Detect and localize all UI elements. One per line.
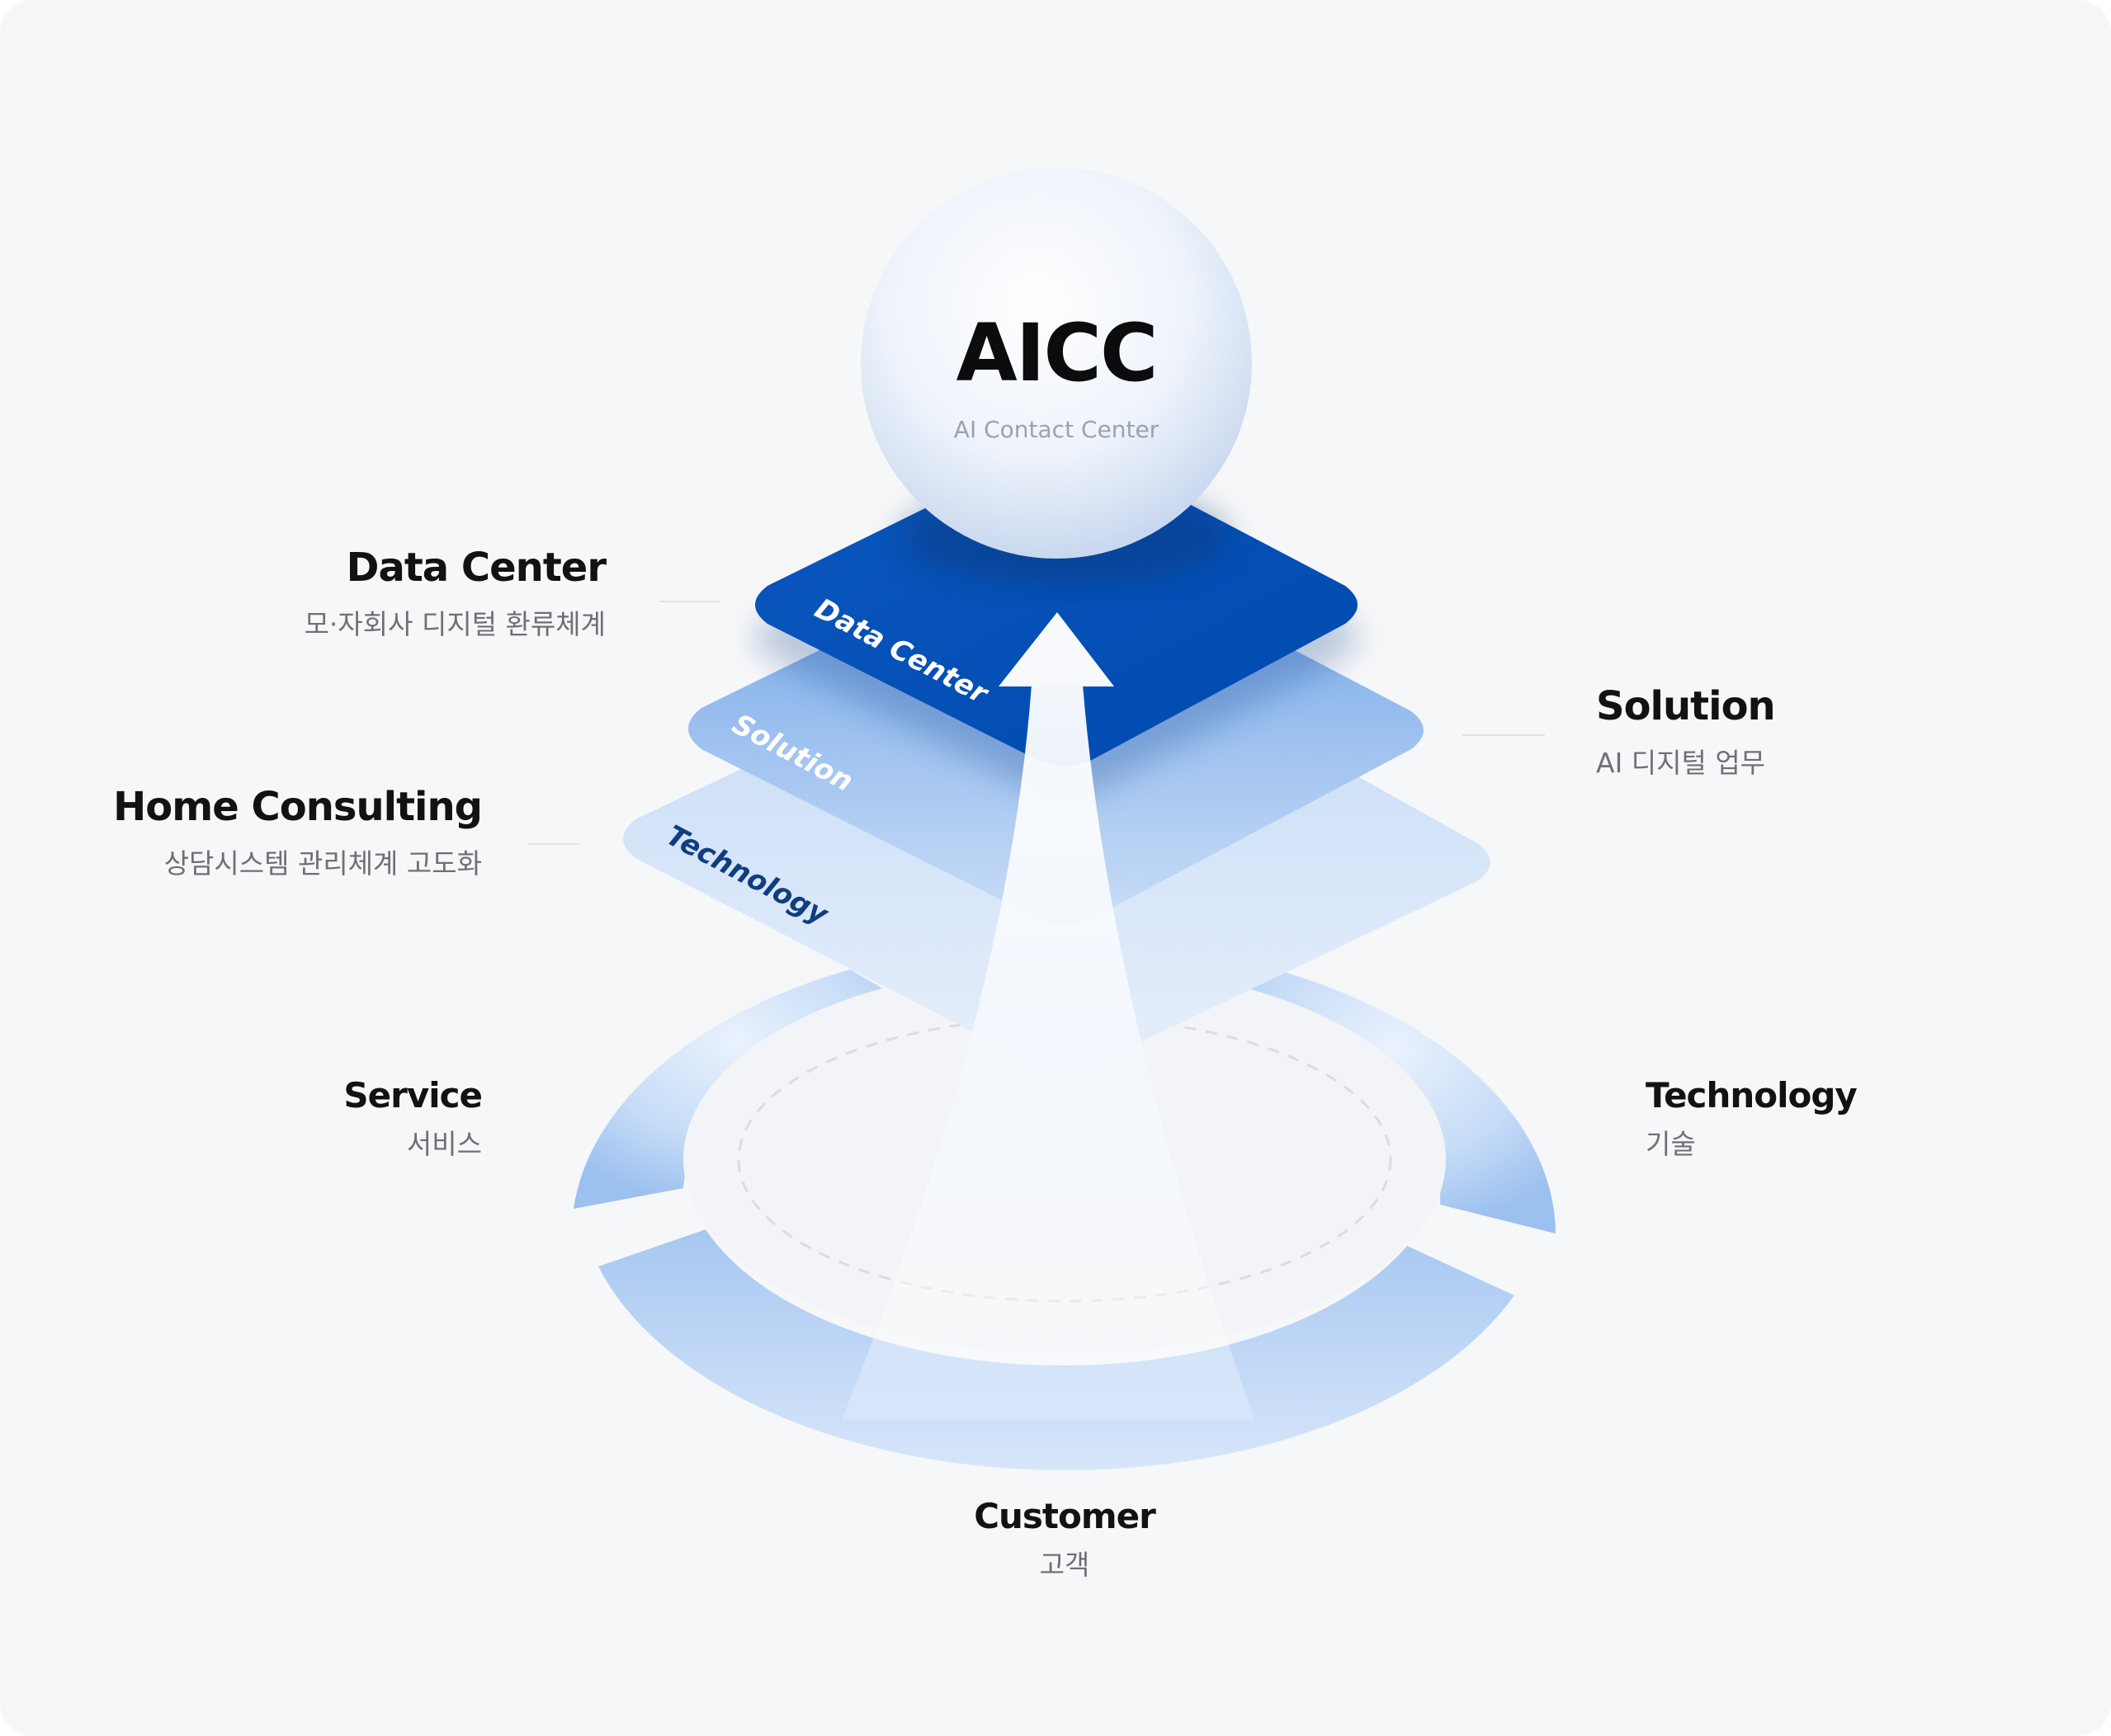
callout-customer-sub: 고객 (1039, 1549, 1090, 1582)
callout-solution: Solution AI 디지털 업무 (1596, 683, 1776, 779)
ring-segment-technology (1230, 969, 1556, 1234)
callout-technology-sub: 기술 (1646, 1128, 1696, 1161)
ring-segment-customer (598, 1229, 1514, 1470)
callout-solution-title: Solution (1596, 683, 1776, 729)
callout-service-title: Service (343, 1075, 483, 1116)
callout-technology-title: Technology (1646, 1075, 1858, 1116)
arrow-shaft (842, 685, 1254, 1419)
callout-service: Service 서비스 (343, 1075, 483, 1161)
callout-technology: Technology 기술 (1646, 1075, 1858, 1161)
callout-customer-title: Customer (974, 1496, 1156, 1536)
connector-home-consulting (528, 843, 579, 845)
aicc-sphere (861, 167, 1252, 559)
aicc-subtitle: AI Contact Center (953, 416, 1159, 443)
callout-data-center-title: Data Center (346, 545, 607, 591)
callout-solution-sub: AI 디지털 업무 (1596, 746, 1766, 779)
aicc-center: AICC AI Contact Center (858, 314, 1254, 443)
connector-data-center (660, 601, 720, 602)
callout-data-center-sub: 모·자회사 디지털 환류체계 (304, 607, 606, 640)
ring-segment-service (574, 969, 900, 1209)
callout-customer: Customer 고객 (900, 1496, 1230, 1582)
arrow-head (999, 612, 1114, 686)
connector-solution (1462, 734, 1545, 736)
callout-home-consulting: Home Consulting 상담시스템 관리체계 고도화 (113, 784, 483, 880)
callout-home-consulting-title: Home Consulting (113, 784, 483, 830)
aicc-title: AICC (956, 307, 1159, 399)
callout-data-center: Data Center 모·자회사 디지털 환류체계 (304, 545, 607, 640)
callout-home-consulting-sub: 상담시스템 관리체계 고도화 (163, 847, 482, 880)
callout-service-sub: 서비스 (406, 1128, 482, 1161)
